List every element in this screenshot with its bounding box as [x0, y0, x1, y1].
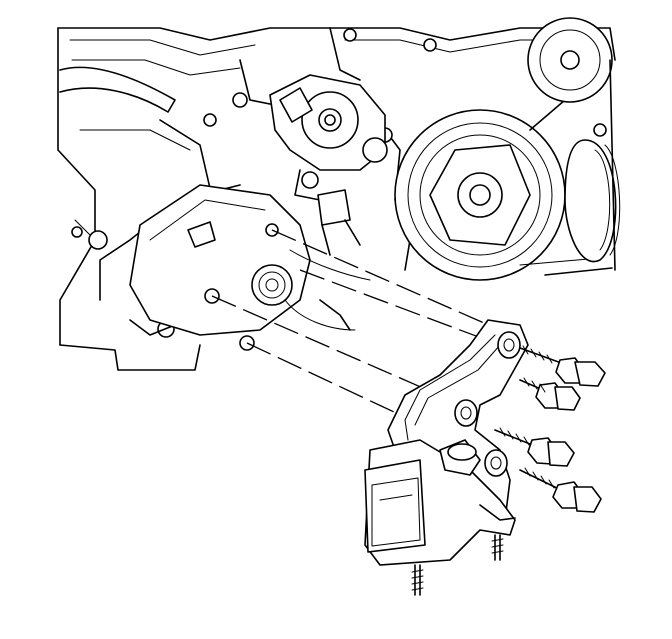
mount-boss-gear	[251, 264, 293, 306]
mount-bracket	[387, 319, 529, 531]
cover-bolt-1	[343, 28, 357, 42]
side-pulley	[564, 139, 617, 263]
mount-bolts	[494, 345, 606, 513]
mount-stud-left	[414, 564, 421, 596]
tensioner-pivot	[362, 137, 388, 163]
mount-insulator-face	[364, 459, 426, 553]
crank-pulley	[394, 69, 613, 281]
bolt-3	[494, 427, 575, 467]
bracket-hole-1	[497, 331, 521, 359]
block-bolt-mid	[203, 113, 217, 127]
sensor-block	[317, 189, 351, 226]
cover-bolt-2	[423, 38, 437, 52]
tensioner-lower-bolt	[301, 171, 319, 189]
rubber-mount	[364, 439, 516, 596]
block-bolt-top	[232, 92, 248, 108]
engine-block	[57, 27, 361, 371]
block-bolt-left	[88, 230, 108, 250]
block-plug	[71, 226, 83, 238]
bolt-2	[519, 377, 581, 411]
mount-tab	[187, 221, 216, 248]
upper-pulley-hub	[560, 50, 580, 70]
tensioner-bolt	[324, 114, 336, 126]
tensioner-square-drive	[279, 87, 313, 123]
belt-tensioner	[269, 74, 388, 201]
mount-nut-top	[447, 443, 477, 461]
bracket-hole-2	[454, 399, 478, 427]
accessory-pulleys	[527, 17, 621, 271]
bracket-hole-3	[484, 449, 508, 477]
bolt-1	[519, 345, 606, 387]
mount-stud-right	[494, 534, 501, 561]
pulley-bolt	[469, 184, 491, 206]
engine-mount-pad	[129, 184, 371, 351]
cover-bolt-4	[593, 123, 607, 137]
bolt-4	[519, 467, 602, 513]
